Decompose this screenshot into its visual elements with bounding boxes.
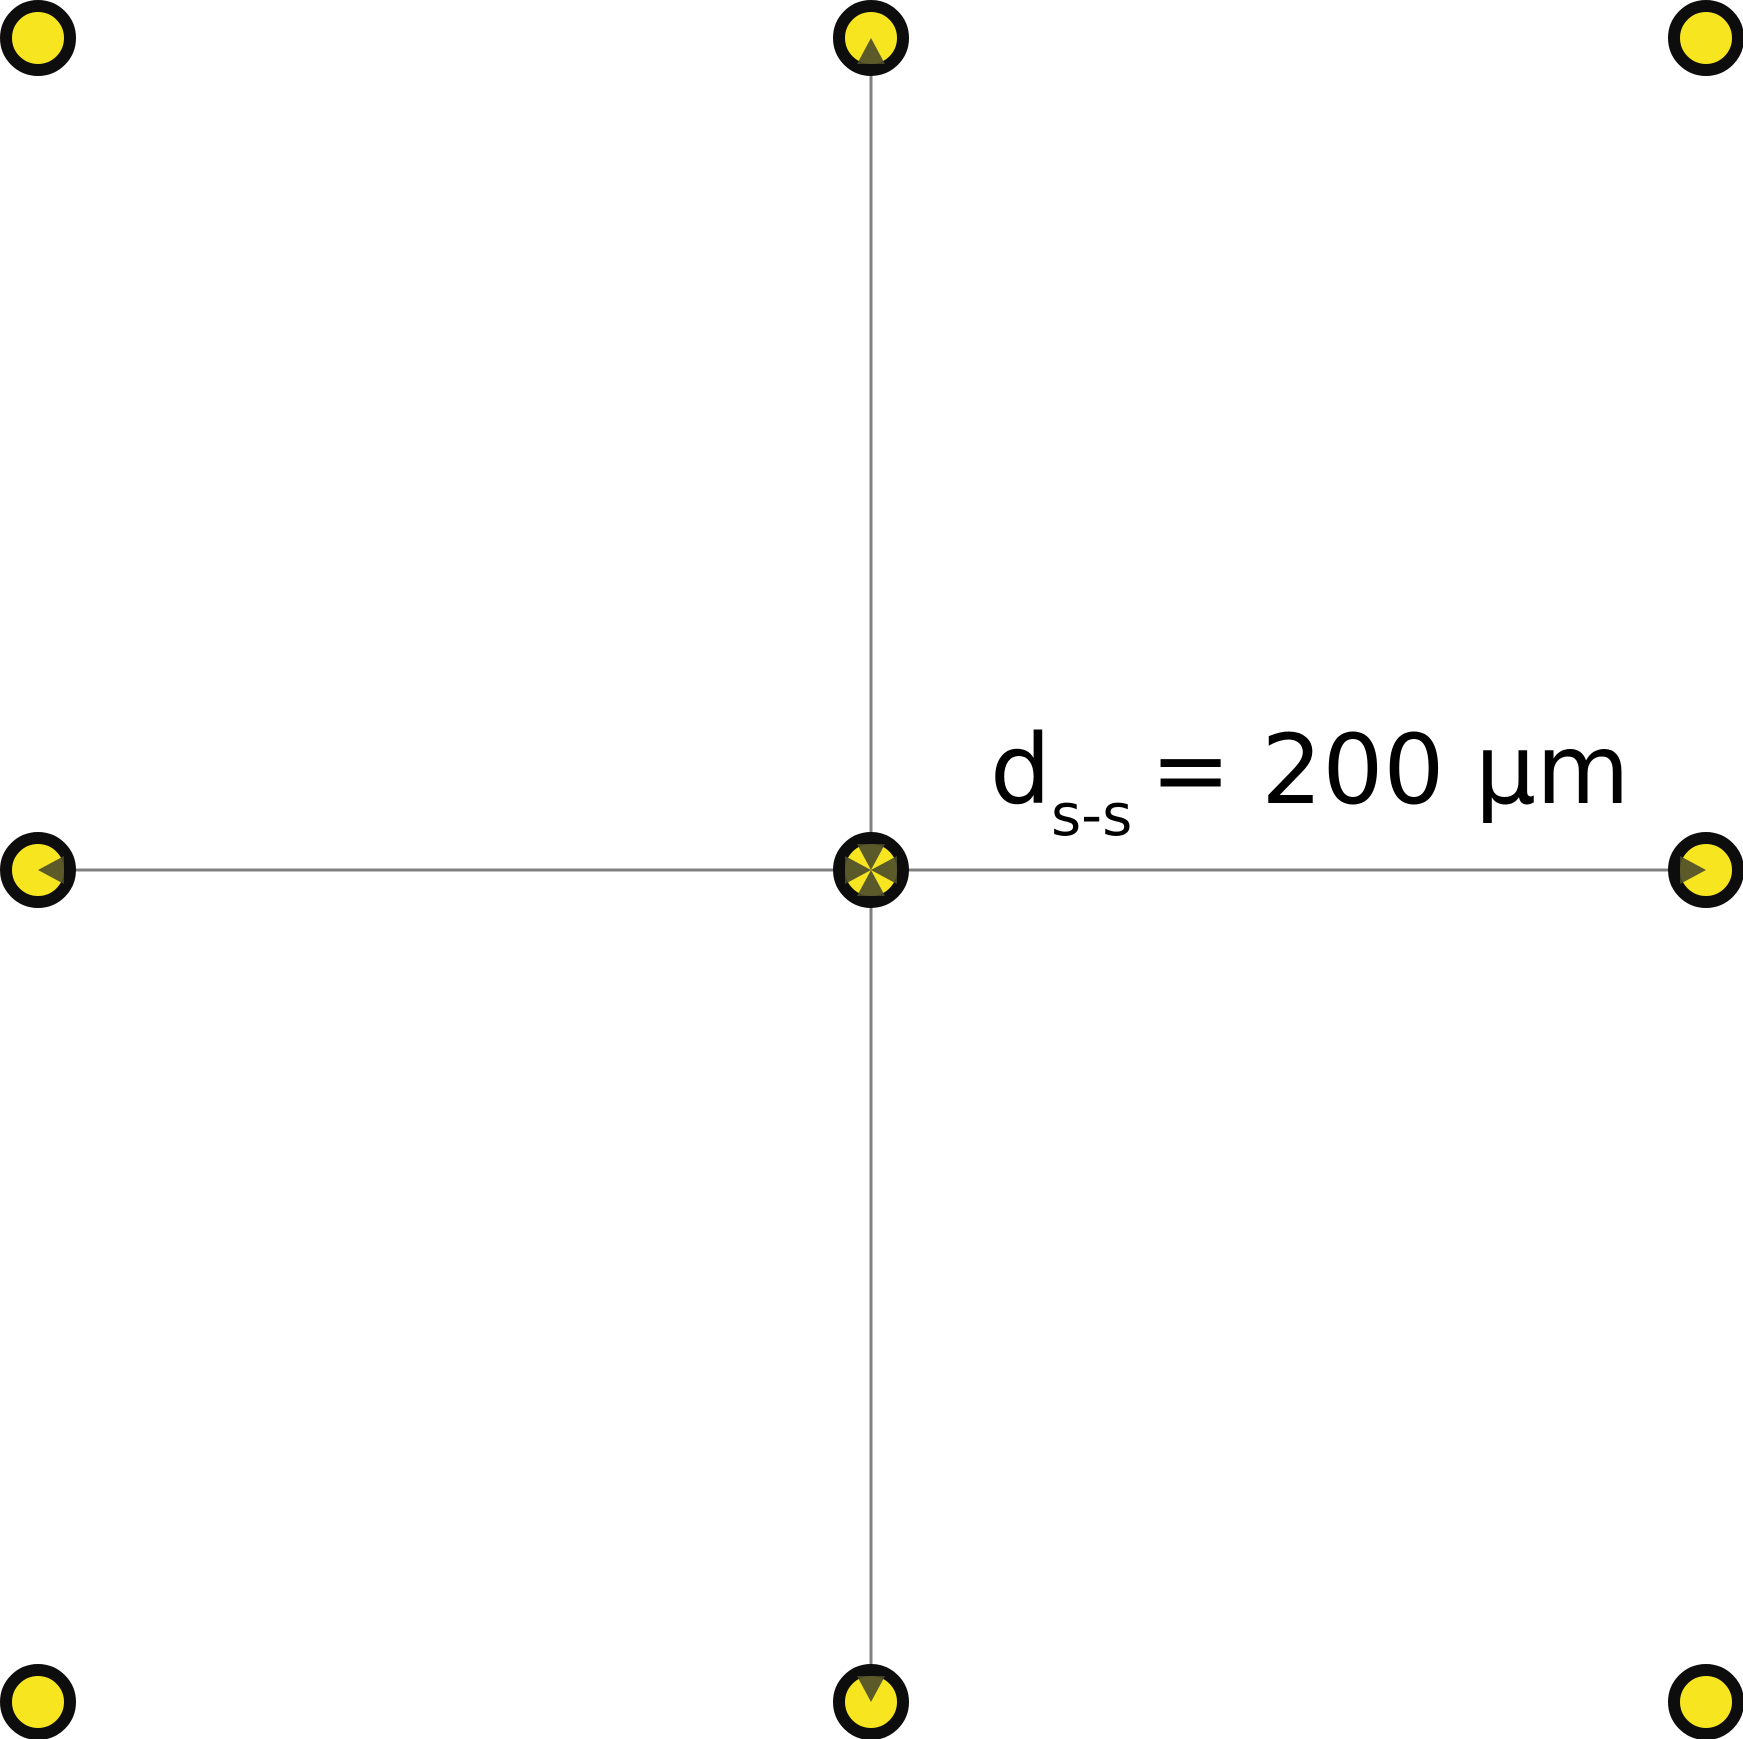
arrowhead-center-from-right <box>871 856 897 884</box>
arrowhead-center-from-left <box>845 856 871 884</box>
spacing-label-relation: = 200 µm <box>1150 714 1629 826</box>
electrode-dot-top-left <box>0 0 76 76</box>
electrode-dot-top-right <box>1668 0 1743 76</box>
electrode-dot-bottom-left <box>0 1664 76 1739</box>
arrowhead-top-end <box>857 38 885 64</box>
arrowhead-center-from-bottom <box>857 870 885 896</box>
arrowhead-bottom-end <box>857 1676 885 1702</box>
spacing-label: ds-s = 200 µm <box>990 714 1630 849</box>
spacing-label-symbol: d <box>990 714 1051 826</box>
arrowheads <box>38 38 1706 1702</box>
electrode-dot-bottom-right <box>1668 1664 1743 1739</box>
arrowhead-left-end <box>38 856 64 884</box>
arrowhead-right-end <box>1680 856 1706 884</box>
spacing-label-subscript: s-s <box>1051 781 1132 849</box>
arrowhead-center-from-top <box>857 844 885 870</box>
